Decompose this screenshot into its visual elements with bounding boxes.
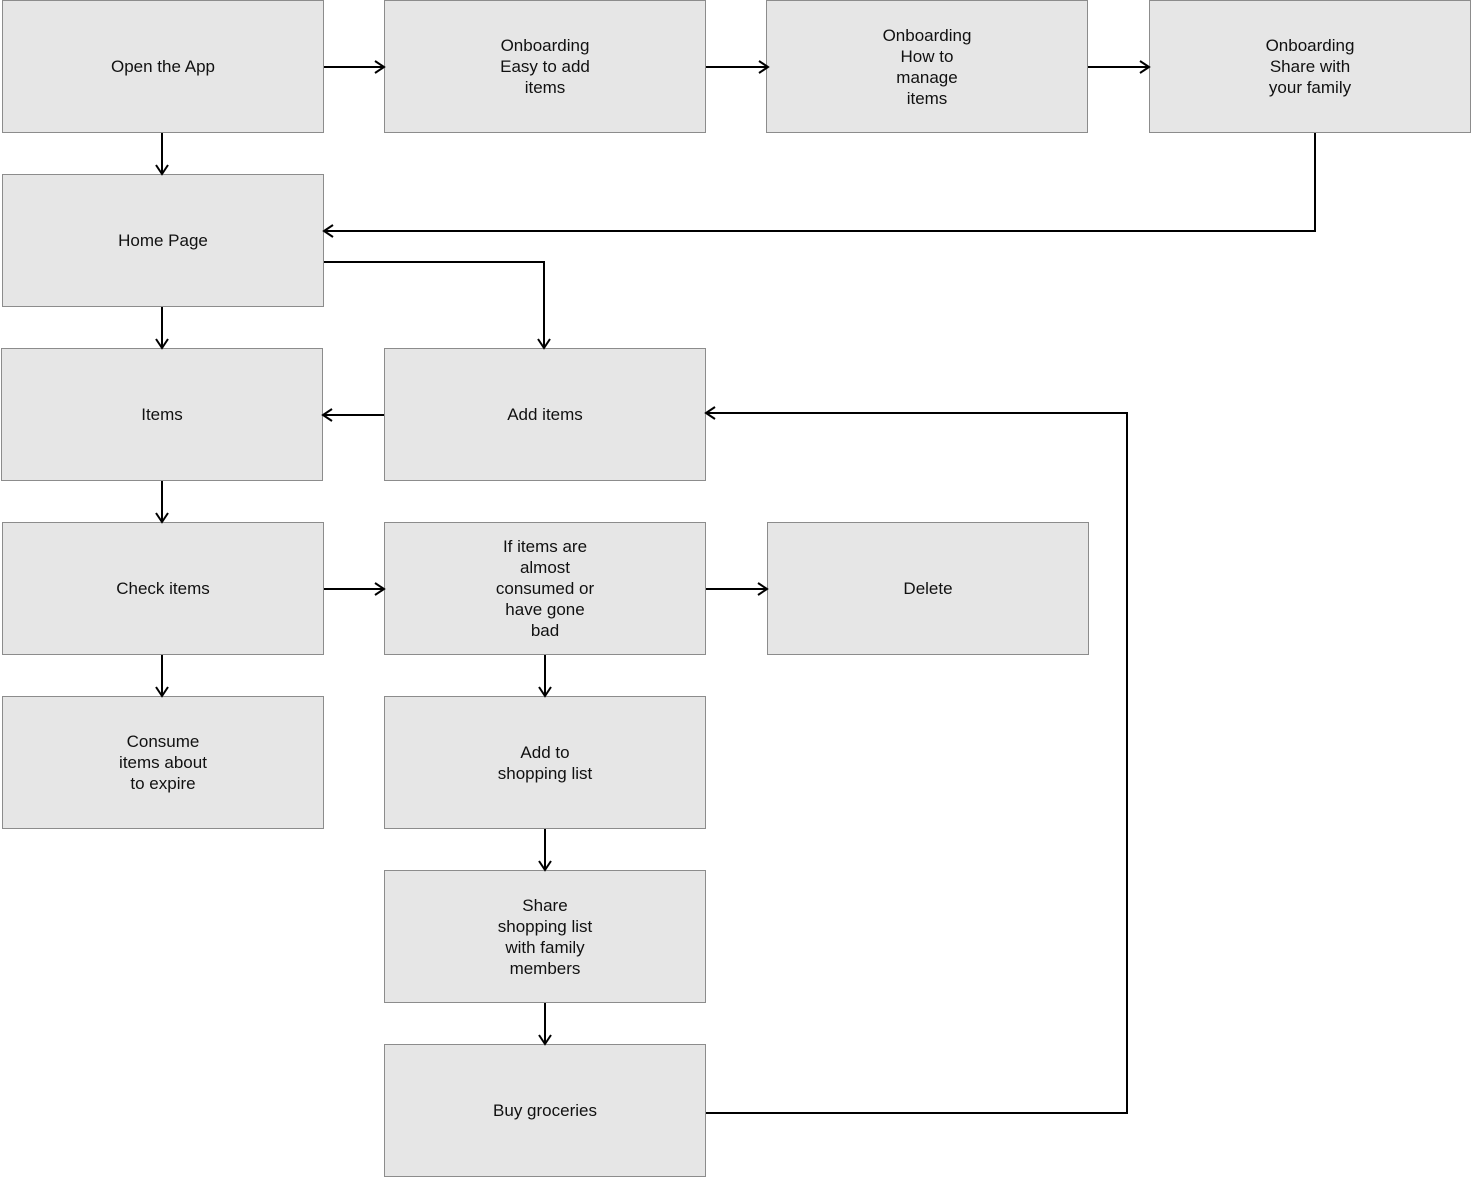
- arrowhead-home-page-to-items: [155, 338, 169, 350]
- node-items: Items: [1, 348, 323, 481]
- arrowhead-add-shopping-to-share-list: [538, 860, 552, 872]
- arrowhead-share-list-to-buy-groceries: [538, 1034, 552, 1046]
- node-home-page: Home Page: [2, 174, 324, 307]
- node-delete: Delete: [767, 522, 1089, 655]
- arrowhead-home-page-to-add-items: [537, 338, 551, 350]
- arrowhead-check-items-to-if-consumed: [374, 582, 386, 596]
- arrowhead-items-to-check-items: [155, 512, 169, 524]
- node-add-items: Add items: [384, 348, 706, 481]
- arrowhead-add-items-to-items: [321, 408, 333, 422]
- node-onboarding-3: Onboarding Share with your family: [1149, 0, 1471, 133]
- arrowhead-check-items-to-consume: [155, 686, 169, 698]
- node-buy-groceries: Buy groceries: [384, 1044, 706, 1177]
- node-add-shopping: Add to shopping list: [384, 696, 706, 829]
- node-consume: Consume items about to expire: [2, 696, 324, 829]
- arrowhead-if-consumed-to-delete: [757, 582, 769, 596]
- edge-buy-groceries-to-add-items: [706, 412, 1128, 1114]
- arrowhead-if-consumed-to-add-shopping: [538, 686, 552, 698]
- arrowhead-open-app-to-home-page: [155, 164, 169, 176]
- arrowhead-open-app-to-onboarding-1: [374, 60, 386, 74]
- arrowhead-buy-groceries-to-add-items: [704, 406, 716, 420]
- arrowhead-onboarding-2-to-onboarding-3: [1139, 60, 1151, 74]
- node-share-list: Share shopping list with family members: [384, 870, 706, 1003]
- node-if-consumed: If items are almost consumed or have gon…: [384, 522, 706, 655]
- arrowhead-onboarding-3-to-home-page: [322, 224, 334, 238]
- node-onboarding-1: Onboarding Easy to add items: [384, 0, 706, 133]
- node-open-app: Open the App: [2, 0, 324, 133]
- edge-home-page-to-add-items: [324, 261, 545, 348]
- node-onboarding-2: Onboarding How to manage items: [766, 0, 1088, 133]
- edge-onboarding-3-to-home-page: [324, 133, 1316, 232]
- node-check-items: Check items: [2, 522, 324, 655]
